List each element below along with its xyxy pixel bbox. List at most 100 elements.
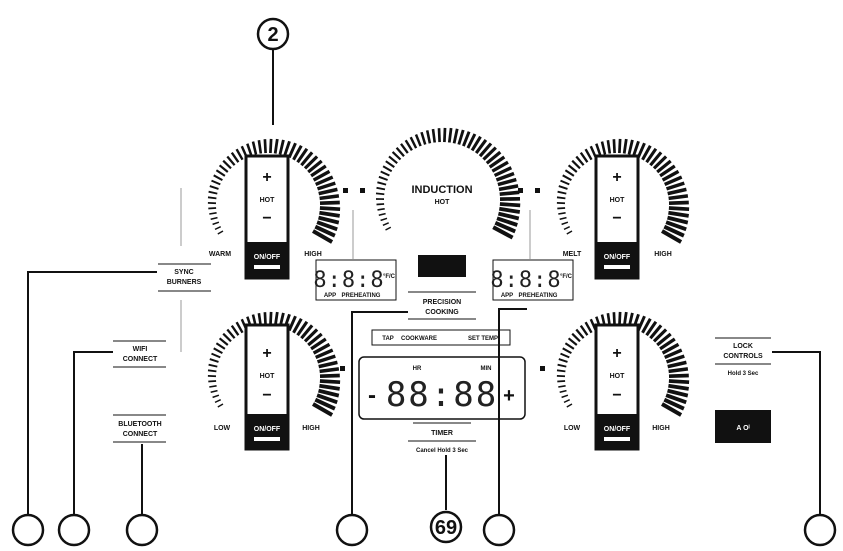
dial-tick bbox=[668, 379, 690, 385]
dial-tick bbox=[310, 164, 327, 178]
bluetooth-line1[interactable]: BLUETOOTH bbox=[118, 421, 161, 428]
high-label-bottom-right: HIGH bbox=[652, 425, 670, 432]
dial-tick bbox=[457, 129, 465, 145]
dial-tick bbox=[312, 169, 331, 182]
lock-key-icon[interactable] bbox=[715, 410, 771, 443]
plus-symbol[interactable]: + bbox=[262, 345, 271, 362]
dial-tick bbox=[575, 328, 585, 339]
dial-tick bbox=[557, 207, 566, 210]
dial-tick bbox=[497, 211, 520, 221]
on-off-button-top-left[interactable] bbox=[247, 242, 287, 278]
dial-tick bbox=[494, 220, 516, 234]
plus-symbol[interactable]: + bbox=[262, 169, 271, 186]
on-off-label: ON/OFF bbox=[254, 254, 281, 261]
plus-symbol[interactable]: + bbox=[612, 169, 621, 186]
dial-tick bbox=[273, 138, 279, 154]
dial-tick bbox=[222, 159, 232, 170]
dial-tick bbox=[208, 380, 217, 383]
dial-tick bbox=[632, 140, 640, 157]
on-off-button-bottom-right[interactable] bbox=[597, 414, 637, 449]
sync-line2[interactable]: BURNERS bbox=[167, 279, 202, 286]
timer-plus[interactable]: + bbox=[503, 385, 515, 407]
minus-symbol[interactable]: − bbox=[612, 387, 621, 404]
dial-tick bbox=[663, 224, 685, 238]
dial-tick bbox=[482, 146, 497, 161]
dial-tick bbox=[319, 367, 340, 374]
minus-symbol[interactable]: − bbox=[262, 387, 271, 404]
dial-tick bbox=[377, 181, 387, 186]
dial-tick bbox=[287, 315, 297, 332]
leader-lock bbox=[772, 351, 821, 515]
sync-line1[interactable]: SYNC bbox=[174, 269, 193, 276]
dial-tick bbox=[618, 138, 622, 154]
dial-tick bbox=[315, 175, 334, 186]
dial-tick bbox=[649, 151, 663, 167]
dial-tick bbox=[564, 342, 575, 350]
lock-line2[interactable]: CONTROLS bbox=[723, 353, 763, 360]
precision-line2[interactable]: COOKING bbox=[425, 309, 459, 316]
dial-tick bbox=[218, 337, 229, 346]
low-label-top-left: WARM bbox=[209, 251, 231, 258]
minus-symbol[interactable]: − bbox=[262, 210, 271, 227]
high-label-bottom-left: HIGH bbox=[302, 425, 320, 432]
wifi-line1[interactable]: WIFI bbox=[133, 346, 148, 353]
dial-tick bbox=[612, 139, 616, 154]
temp-digits-left: 8:8:8 bbox=[313, 268, 384, 293]
dial-tick bbox=[318, 187, 338, 196]
timer-minus[interactable]: - bbox=[368, 382, 376, 409]
timer-label[interactable]: TIMER bbox=[431, 430, 453, 437]
dial-tick bbox=[668, 210, 689, 218]
dial-tick bbox=[562, 174, 572, 181]
dial-tick bbox=[217, 403, 224, 408]
dial-bottom-right[interactable] bbox=[556, 311, 690, 417]
wifi-line2[interactable]: CONNECT bbox=[123, 356, 158, 363]
dial-top-right[interactable] bbox=[556, 138, 690, 244]
dial-tick bbox=[215, 342, 226, 350]
dial-tick bbox=[300, 151, 314, 167]
plus-symbol[interactable]: + bbox=[612, 345, 621, 362]
dial-tick bbox=[382, 222, 389, 226]
dial-tick bbox=[561, 221, 569, 226]
dial-tick bbox=[314, 224, 336, 238]
dial-tick bbox=[622, 138, 628, 154]
dial-tick bbox=[310, 337, 327, 351]
tap-bar[interactable] bbox=[371, 329, 511, 346]
temp-unit-left: °F/C bbox=[383, 274, 396, 280]
dial-tick bbox=[556, 196, 566, 200]
dial-tick bbox=[659, 337, 676, 351]
dial-tick bbox=[230, 324, 240, 336]
dial-tick bbox=[664, 175, 683, 186]
dial-tick bbox=[645, 320, 658, 337]
dial-bottom-left[interactable] bbox=[207, 311, 341, 417]
dial-tick bbox=[319, 383, 340, 391]
precision-line1[interactable]: PRECISION bbox=[423, 299, 462, 306]
dial-tick bbox=[668, 367, 689, 374]
dial-tick bbox=[661, 402, 683, 417]
dial-center-induction[interactable] bbox=[375, 127, 521, 240]
dial-tick bbox=[661, 342, 680, 355]
dial-tick bbox=[499, 206, 521, 214]
on-off-button-top-right[interactable] bbox=[597, 242, 637, 278]
dial-top-left[interactable] bbox=[207, 138, 341, 244]
dial-tick bbox=[263, 139, 267, 154]
dial-tick bbox=[318, 215, 340, 225]
dial-tick bbox=[414, 134, 422, 147]
dial-tick bbox=[210, 389, 218, 394]
bluetooth-line2[interactable]: CONNECT bbox=[123, 431, 158, 438]
minus-symbol[interactable]: − bbox=[612, 210, 621, 227]
dial-tick bbox=[663, 397, 685, 411]
dial-tick bbox=[212, 394, 220, 399]
dial-tick bbox=[213, 347, 223, 354]
dial-tick bbox=[314, 397, 336, 411]
dial-tick bbox=[499, 202, 521, 208]
dial-tick bbox=[627, 139, 634, 155]
low-label-bottom-left: LOW bbox=[214, 425, 231, 432]
high-label-top-left: HIGH bbox=[304, 251, 322, 258]
dial-tick bbox=[303, 155, 319, 170]
lock-line1[interactable]: LOCK bbox=[733, 343, 753, 350]
dial-tick bbox=[400, 143, 409, 154]
on-off-button-bottom-left[interactable] bbox=[247, 414, 287, 449]
low-label-bottom-right: LOW bbox=[564, 425, 581, 432]
dial-tick bbox=[375, 192, 385, 196]
on-off-label: ON/OFF bbox=[604, 254, 631, 261]
